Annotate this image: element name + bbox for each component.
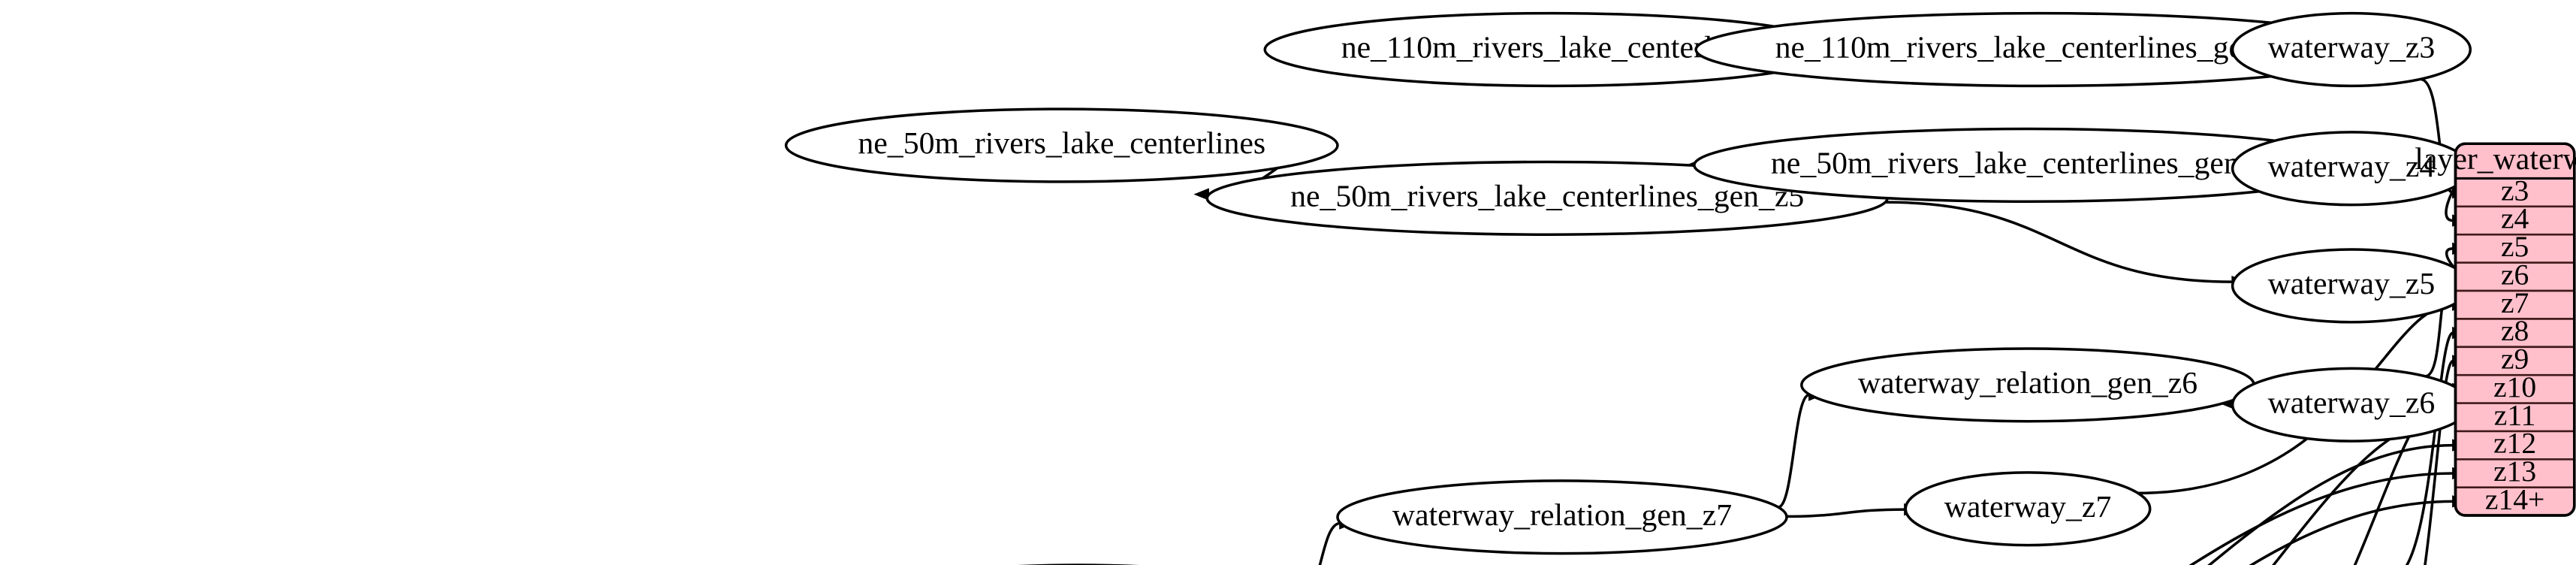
layer-table-row-z6[interactable]: z6 — [2455, 258, 2574, 292]
node-ellipse-waterway_z6[interactable] — [2231, 367, 2472, 443]
layer-table-title: layer_waterway — [2415, 142, 2576, 177]
layer-table-row-label-z14+: z14+ — [2485, 483, 2544, 516]
layer-table-row-z5[interactable]: z5 — [2455, 230, 2574, 264]
edge-ne_50m_rivers_lake_centerlines_gen_z5-to-waterway_z5 — [1885, 201, 2233, 283]
layer-table-row-z9[interactable]: z9 — [2455, 343, 2574, 376]
layer-table-row-label-z3: z3 — [2501, 174, 2529, 207]
layer-table-row-label-z13: z13 — [2493, 455, 2536, 488]
edge-waterway_z9-to-layer_waterway — [2424, 359, 2454, 565]
layer-table-row-label-z7: z7 — [2501, 286, 2529, 319]
layer-table-row-label-z12: z12 — [2493, 427, 2536, 460]
layer-table-row-z8[interactable]: z8 — [2455, 314, 2574, 349]
node-ellipse-waterway_z5[interactable] — [2231, 248, 2472, 324]
edge-waterway_z8-to-layer_waterway — [2405, 331, 2454, 565]
layer-table-row-label-z9: z9 — [2501, 343, 2529, 376]
edge-waterway_relation_gen_z7-to-waterway_z7 — [1786, 508, 1905, 518]
edge-waterway_z14-to-layer_waterway — [2249, 500, 2454, 565]
node-ellipse-waterway_z7[interactable] — [1904, 471, 2152, 547]
layer-table-row-label-z10: z10 — [2493, 370, 2536, 403]
layer-table-row-z13[interactable]: z13 — [2455, 455, 2574, 488]
nodes-layer: imposm3osm_waterway_relationosm_waterway… — [784, 11, 2472, 565]
edge-waterway_relation_gen_z7-to-waterway_relation_gen_z6 — [1777, 393, 1810, 509]
edge-waterway_z11-to-layer_waterway — [2272, 415, 2454, 565]
layer-table-row-label-z6: z6 — [2501, 258, 2529, 291]
graph-node-waterway_z5[interactable]: waterway_z5 — [2231, 248, 2472, 324]
layer-table-row-label-z8: z8 — [2501, 314, 2529, 347]
layer-table-row-z14+[interactable]: z14+ — [2455, 483, 2574, 516]
graph-node-ne_50m_rivers_lake_centerlines[interactable]: ne_50m_rivers_lake_centerlines — [784, 107, 1339, 183]
graph-node-waterway_relation_gen_z7[interactable]: waterway_relation_gen_z7 — [1336, 479, 1788, 555]
layer-table-outline — [2454, 142, 2576, 517]
node-ellipse-waterway_relation_gen_z7[interactable] — [1336, 479, 1788, 555]
node-ellipse-waterway_z3[interactable] — [2231, 11, 2472, 88]
graph-node-waterway_z3[interactable]: waterway_z3 — [2231, 11, 2472, 88]
edge-waterway_relation_gen_z8-to-waterway_relation_gen_z7 — [1318, 521, 1341, 565]
layer-table-row-z7[interactable]: z7 — [2455, 286, 2574, 320]
layer-table-row-z11[interactable]: z11 — [2455, 398, 2574, 433]
edge-waterway_z13-to-layer_waterway — [2188, 472, 2454, 565]
layer-table-row-z12[interactable]: z12 — [2455, 427, 2574, 461]
layer-table-row-z10[interactable]: z10 — [2455, 370, 2574, 404]
node-ellipse-waterway_relation_gen_z6[interactable] — [1800, 347, 2256, 423]
layer-waterway-table: layer_waterwayz3z4z5z6z7z8z9z10z11z12z13… — [2415, 142, 2576, 517]
layer-table-row-z3[interactable]: z3 — [2455, 174, 2574, 208]
graph-node-waterway_z6[interactable]: waterway_z6 — [2231, 367, 2472, 443]
node-ellipse-ne_50m_rivers_lake_centerlines[interactable] — [784, 107, 1339, 183]
layer-table-row-z4[interactable]: z4 — [2455, 202, 2574, 236]
graph-node-waterway_relation_gen_z6[interactable]: waterway_relation_gen_z6 — [1800, 347, 2256, 423]
layer-table-row-label-z4: z4 — [2501, 202, 2529, 235]
graph-node-waterway_z7[interactable]: waterway_z7 — [1904, 471, 2152, 547]
layer-table-row-label-z11: z11 — [2494, 398, 2536, 431]
edge-waterway_z12-to-layer_waterway — [2207, 443, 2454, 565]
layer-table-row-label-z5: z5 — [2501, 230, 2529, 263]
